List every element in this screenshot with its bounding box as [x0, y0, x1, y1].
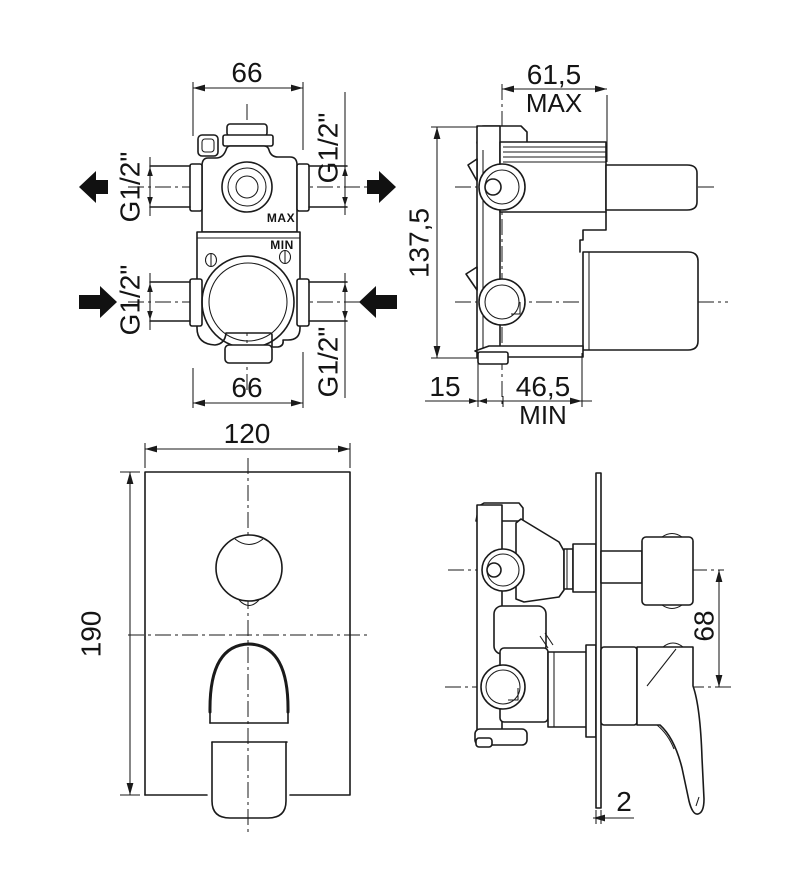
dim-total-height: 137,5 [404, 126, 478, 359]
dim-total-height-value: 137,5 [404, 208, 435, 278]
dim-depth-min-word: MIN [519, 400, 567, 430]
embossed-min-label: MIN [270, 238, 294, 252]
trim-side-view: 68 2 [445, 472, 733, 824]
dim-depth-max-word: MAX [526, 88, 582, 118]
bottom-outlet-cylinder [582, 251, 699, 351]
diverter-knob-side [600, 532, 694, 610]
rough-in-front-view: MAX MIN 66 66 G1/2" [79, 57, 397, 408]
port-circle-bottom [480, 664, 526, 710]
flow-arrow-outlet-right-icon [367, 171, 396, 203]
wall-plate-front [144, 471, 351, 796]
flow-arrow-inlet-right-icon [359, 286, 397, 318]
dim-plate-height: 190 [76, 471, 140, 796]
wall-plate-side [595, 472, 602, 809]
lever-handle-front [208, 642, 290, 819]
thread-callout-bottom-left: G1/2" [115, 265, 153, 336]
bottom-stub [224, 344, 273, 364]
dim-plate-thickness-value: 2 [616, 786, 632, 817]
port-circle-top [478, 163, 526, 211]
thread-callout-bottom-right: G1/2" [313, 273, 348, 398]
dim-axis-distance-value: 68 [689, 610, 720, 641]
dim-plate-height-value: 190 [76, 611, 107, 658]
flow-arrow-outlet-left-icon [79, 171, 108, 203]
port-circle-top [481, 548, 525, 592]
pipe-stubs [149, 165, 348, 322]
dim-width-top: 66 [192, 57, 304, 150]
valve-body-front: MAX MIN [149, 123, 348, 364]
embossed-max-label: MAX [267, 211, 295, 225]
dim-width-bottom: 66 [192, 352, 304, 408]
top-outlet-cylinder [605, 164, 698, 211]
dim-plate-thickness: 2 [593, 786, 634, 824]
port-circle-top [221, 161, 273, 213]
valve-body-behind-wall [474, 502, 597, 748]
thread-label-bottom-right: G1/2" [313, 327, 344, 398]
dim-depth-min-value: 46,5 [516, 371, 571, 402]
trim-front-view: 120 190 [76, 418, 370, 836]
thread-label-bottom-left: G1/2" [115, 265, 146, 336]
thread-label-top-left: G1/2" [115, 152, 146, 223]
port-circle-bottom [478, 278, 526, 326]
dim-plate-width-value: 120 [224, 418, 271, 449]
screw-right [278, 249, 292, 265]
screw-left [204, 252, 218, 268]
valve-body-side [465, 125, 699, 365]
flow-arrow-inlet-left-icon [79, 286, 117, 318]
dim-width-top-label: 66 [231, 57, 262, 88]
rough-in-side-view: 61,5 MAX 137,5 15 46,5 MIN [404, 59, 728, 430]
lever-handle-side [600, 642, 705, 815]
diverter-knob-front [215, 534, 283, 607]
thread-callout-top-left: G1/2" [115, 152, 153, 223]
dim-plate-width: 120 [144, 418, 351, 468]
valve-body-lower [196, 231, 301, 348]
thread-label-top-right: G1/2" [313, 113, 344, 184]
dim-depth-max-value: 61,5 [527, 59, 582, 90]
dim-axis-distance: 68 [689, 570, 723, 687]
thread-callout-top-right: G1/2" [313, 92, 348, 215]
dim-offset-value: 15 [429, 371, 460, 402]
dim-depth-min: 15 46,5 MIN [425, 353, 592, 430]
dim-depth-max: 61,5 MAX [502, 59, 608, 162]
dim-width-bottom-label: 66 [231, 372, 262, 403]
